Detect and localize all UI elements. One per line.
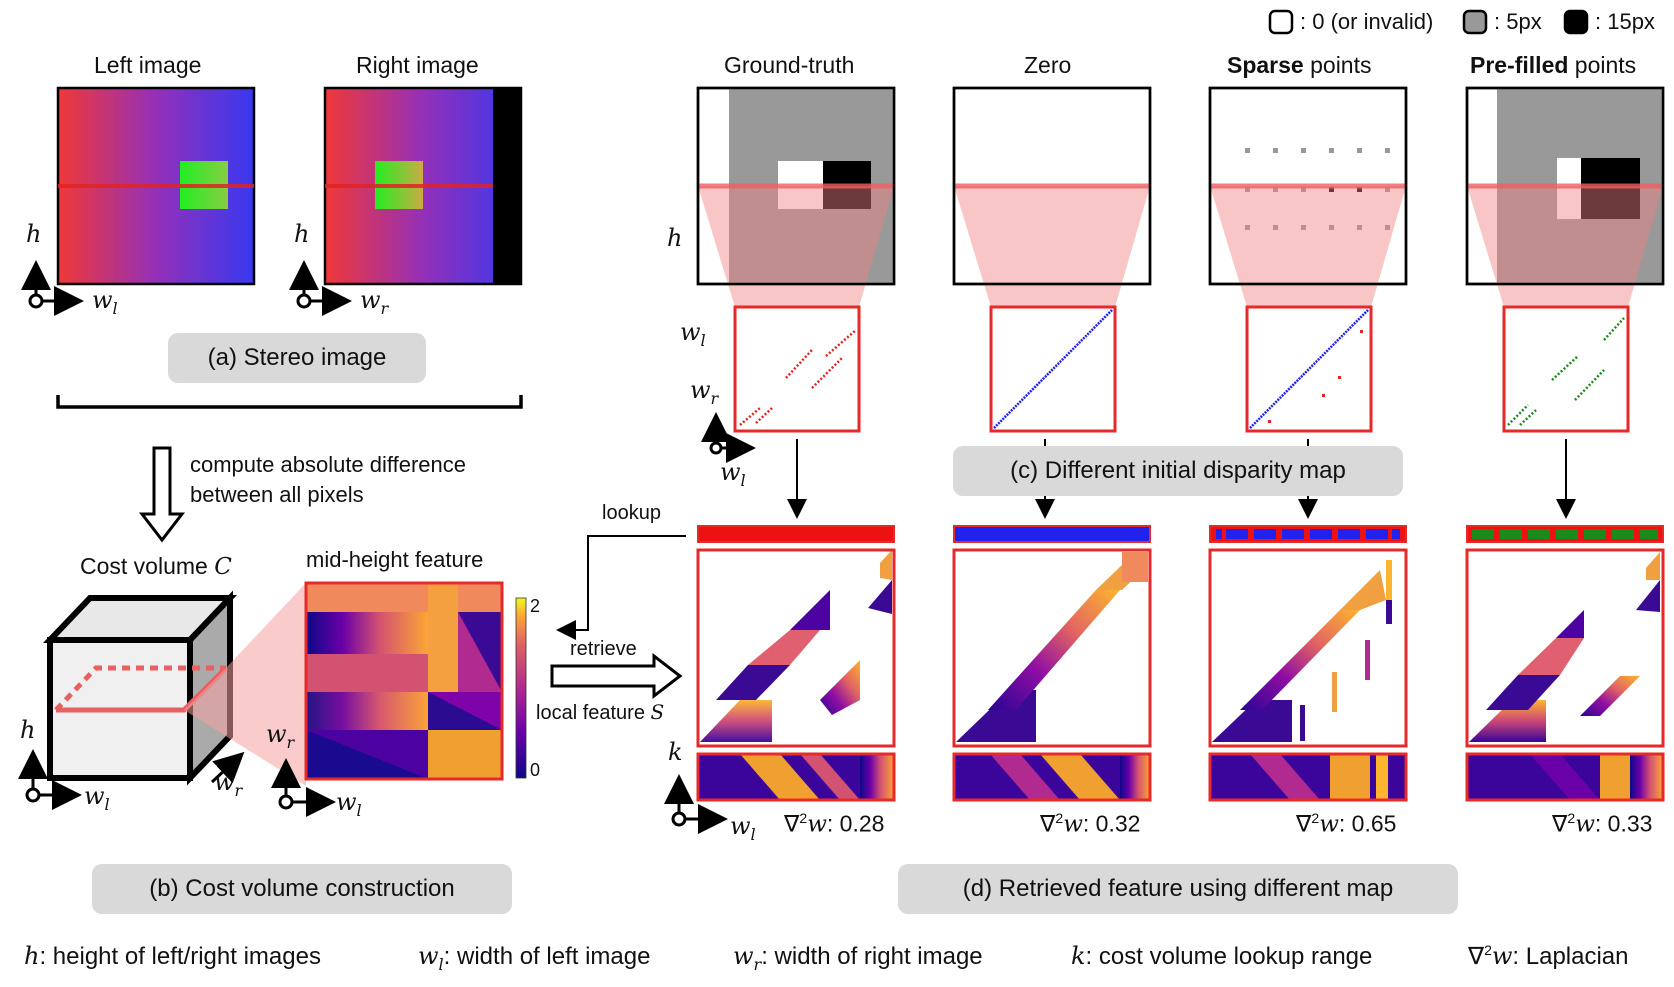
footer-wl: wl: width of left image	[418, 942, 651, 974]
prefilled-disparity-map	[1465, 86, 1665, 307]
axis-h-right: h	[294, 220, 310, 248]
column-title-sparse: Sparse points	[1227, 52, 1372, 78]
legend-white-swatch	[1268, 9, 1294, 35]
prefilled-lookup-bar	[1466, 525, 1664, 543]
local-feature-label: local feature S	[536, 700, 665, 724]
axis-wl-match: wl	[720, 458, 746, 490]
prefilled-feature-strip	[1465, 752, 1665, 802]
metric-zero: ∇2w: 0.32	[1040, 810, 1141, 838]
right-image	[323, 86, 523, 286]
axis-wr-cube: wr	[214, 768, 243, 800]
caption-b: (b) Cost volume construction	[92, 864, 512, 914]
zero-retrieved-feature	[952, 548, 1152, 748]
axis-h-left: h	[26, 220, 42, 248]
zero-feature-strip	[952, 752, 1152, 802]
axis-wr-right: wr	[360, 286, 389, 318]
left-image-title: Left image	[94, 52, 202, 78]
axis-h-gt: h	[667, 224, 683, 252]
bracket	[56, 395, 523, 409]
footer-wr: wr: width of right image	[733, 942, 983, 974]
axis-wl-feature: wl	[336, 788, 362, 820]
prefilled-match-plot	[1502, 305, 1630, 433]
axes-feature	[271, 758, 336, 817]
retrieve-arrow-icon	[550, 652, 683, 700]
legend-gray-label: : 5px	[1494, 9, 1542, 34]
caption-a: (a) Stereo image	[168, 333, 426, 383]
gt-disparity-map	[696, 86, 896, 307]
gt-feature-strip	[696, 752, 896, 802]
gt-match-plot	[733, 305, 861, 433]
axes-left-image	[21, 260, 84, 316]
zero-disparity-map	[952, 86, 1152, 307]
sparse-retrieved-feature	[1208, 548, 1408, 748]
legend-black-swatch	[1563, 9, 1589, 35]
axis-wl-strip: wl	[730, 812, 756, 844]
sparse-feature-strip	[1208, 752, 1408, 802]
axis-k: k	[668, 738, 683, 766]
axis-h-cube: h	[20, 716, 36, 744]
sparse-lookup-bar	[1209, 525, 1407, 543]
axes-match-plot	[701, 412, 756, 463]
legend-black-label: : 15px	[1595, 9, 1655, 34]
feature-projection	[184, 583, 306, 786]
legend-white-label: : 0 (or invalid)	[1300, 9, 1434, 34]
compute-line2: between all pixels	[190, 482, 364, 507]
axis-wl-gt: wl	[680, 318, 706, 350]
sparse-disparity-map	[1208, 86, 1408, 307]
footer-h: h: height of left/right images	[24, 942, 321, 970]
column-title-zero: Zero	[1024, 52, 1072, 78]
metric-prefilled: ∇2w: 0.33	[1552, 810, 1653, 838]
lookup-label: lookup	[602, 502, 661, 524]
left-image	[56, 86, 256, 286]
down-arrow-icon	[138, 446, 186, 543]
column-title-prefilled: Pre-filled points	[1470, 52, 1637, 78]
axis-wl-left: wl	[92, 286, 118, 318]
cost-volume-title: Cost volume C	[80, 553, 232, 580]
footer-k: k: cost volume lookup range	[1071, 942, 1373, 970]
mid-height-feature-map	[304, 581, 504, 781]
metric-gt: ∇2w: 0.28	[784, 810, 885, 838]
retrieve-label: retrieve	[570, 638, 637, 660]
column-title-gt: Ground-truth	[724, 52, 855, 78]
axes-cube	[18, 749, 245, 810]
colorbar-min: 0	[530, 760, 541, 780]
footer-laplacian: ∇2w: Laplacian	[1468, 942, 1629, 970]
colorbar	[515, 597, 527, 779]
zero-match-plot	[989, 305, 1117, 433]
gt-retrieved-feature	[696, 548, 896, 748]
caption-c: (c) Different initial disparity map	[953, 446, 1403, 496]
feature-title: mid-height feature	[306, 547, 484, 572]
sparse-match-plot	[1245, 305, 1373, 433]
colorbar-max: 2	[530, 596, 541, 616]
legend-gray-swatch	[1462, 9, 1488, 35]
compute-line1: compute absolute difference	[190, 452, 466, 477]
axis-wl-cube: wl	[84, 782, 110, 814]
axes-feature-strip	[664, 774, 728, 834]
prefilled-retrieved-feature	[1465, 548, 1665, 748]
metric-sparse: ∇2w: 0.65	[1296, 810, 1397, 838]
axis-wr-match: wr	[690, 376, 719, 408]
gt-lookup-bar	[697, 525, 895, 543]
axis-wr-feature: wr	[266, 720, 295, 752]
caption-d: (d) Retrieved feature using different ma…	[898, 864, 1458, 914]
lookup-connector	[556, 535, 686, 640]
cost-volume-cube	[43, 590, 237, 786]
right-image-title: Right image	[356, 52, 479, 78]
zero-lookup-bar	[953, 525, 1151, 543]
axes-right-image	[289, 260, 352, 316]
